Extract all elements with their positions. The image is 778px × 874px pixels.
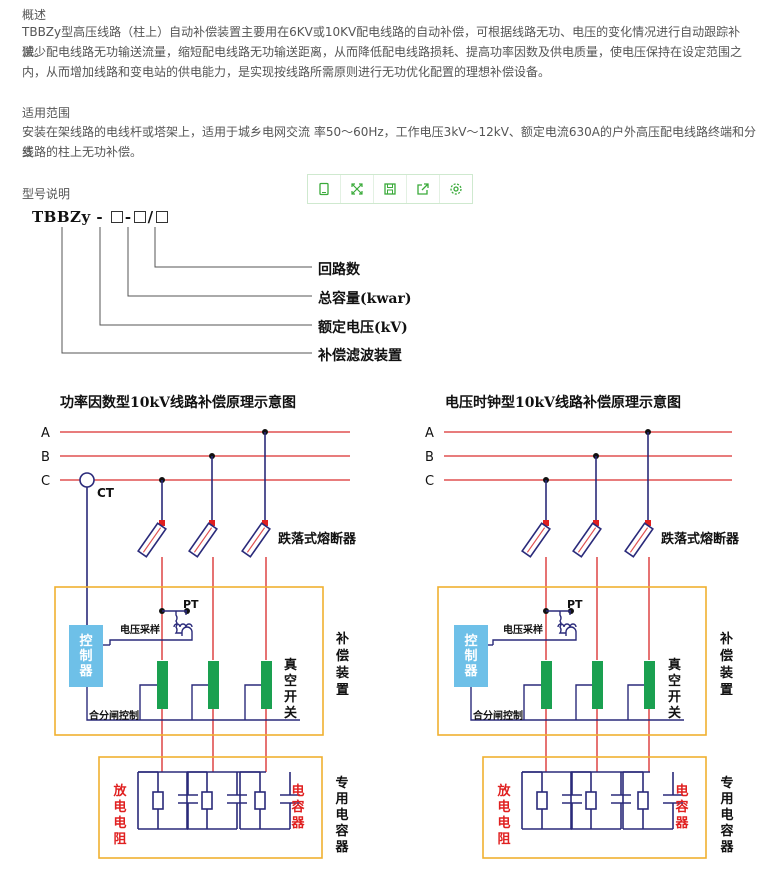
left-switch-control: 合分闸控制 [88, 709, 139, 722]
left-phase-c: C [41, 474, 50, 489]
left-fuse-label: 跌落式熔断器 [278, 531, 357, 547]
right-diagram: A B C 跌落式熔断器 PT 电压采样 [425, 426, 740, 859]
right-controller: 控制器 [463, 633, 478, 679]
overview-paragraph-2: 减少配电线路无功输送流量，缩短配电线路无功输送距离，从而降低配电线路损耗、提高功… [22, 45, 743, 59]
overview-paragraph-3: 内，从而增加线路和变电站的供电能力，是实现按线路所需原则进行无功优化配置的理想补… [22, 65, 551, 79]
left-diagram-title: 功率因数型10kV线路补偿原理示意图 [60, 395, 297, 411]
label-total-capacity: 总容量(kwar) [318, 291, 412, 307]
right-pt-label: PT [567, 598, 583, 611]
left-controller: 控制器 [78, 633, 93, 679]
right-capacitor-label: 电容器 [674, 783, 689, 831]
overview-paragraph-1: TBBZy型高压线路（柱上）自动补偿装置主要用在6KV或10KV配电线路的自动补… [22, 25, 741, 59]
model-code-text: TBBZy - [32, 208, 104, 226]
right-vacuum-switch: 真空开关 [668, 657, 681, 721]
left-dedicated-capacitor: 专用电容器 [334, 775, 349, 855]
left-voltage-sampling: 电压采样 [120, 623, 160, 636]
right-voltage-sampling: 电压采样 [503, 623, 543, 636]
share-icon[interactable] [407, 175, 440, 203]
right-comp-device: 补偿装置 [719, 631, 733, 698]
right-diagram-title: 电压时钟型10kV线路补偿原理示意图 [445, 395, 682, 411]
scope-paragraph-1: 安装在架线路的电线杆或塔架上，适用于城乡电网交流 率50～60Hz，工作电压3k… [22, 125, 757, 159]
left-discharge-resistor: 放电电阻 [112, 783, 127, 847]
model-box-2 [133, 211, 146, 223]
model-box-3 [155, 211, 168, 223]
left-pt-label: PT [183, 598, 199, 611]
right-discharge-resistor: 放电电阻 [496, 783, 511, 847]
label-rated-voltage: 额定电压(kV) [318, 320, 408, 336]
right-phase-a: A [425, 426, 434, 441]
right-switch-control: 合分闸控制 [472, 709, 523, 722]
left-comp-device: 补偿装置 [335, 631, 349, 698]
right-phase-c: C [425, 474, 434, 489]
right-fuse-label: 跌落式熔断器 [661, 531, 740, 547]
model-box-1 [110, 211, 123, 223]
scope-paragraph-2: 线路的柱上无功补偿。 [22, 145, 143, 159]
left-capacitor-label: 电容器 [290, 783, 305, 831]
left-phase-b: B [41, 450, 50, 465]
save-icon[interactable] [374, 175, 407, 203]
overview-title: 概述 [22, 8, 47, 22]
left-diagram: A B C CT 跌落式熔断器 [41, 426, 357, 859]
left-vacuum-switch: 真空开关 [284, 657, 297, 721]
scope-title: 适用范围 [22, 106, 71, 120]
expand-icon[interactable] [341, 175, 374, 203]
right-phase-b: B [425, 450, 434, 465]
left-phase-a: A [41, 426, 50, 441]
label-filter-device: 补偿滤波装置 [318, 348, 402, 364]
image-toolbar [307, 174, 473, 204]
label-circuit-count: 回路数 [318, 262, 360, 278]
model-code: TBBZy - -/ [32, 208, 170, 226]
tablet-icon[interactable] [308, 175, 341, 203]
model-title: 型号说明 [22, 187, 71, 201]
right-dedicated-capacitor: 专用电容器 [719, 775, 734, 855]
ct-label: CT [97, 486, 115, 500]
settings-icon[interactable] [440, 175, 472, 203]
